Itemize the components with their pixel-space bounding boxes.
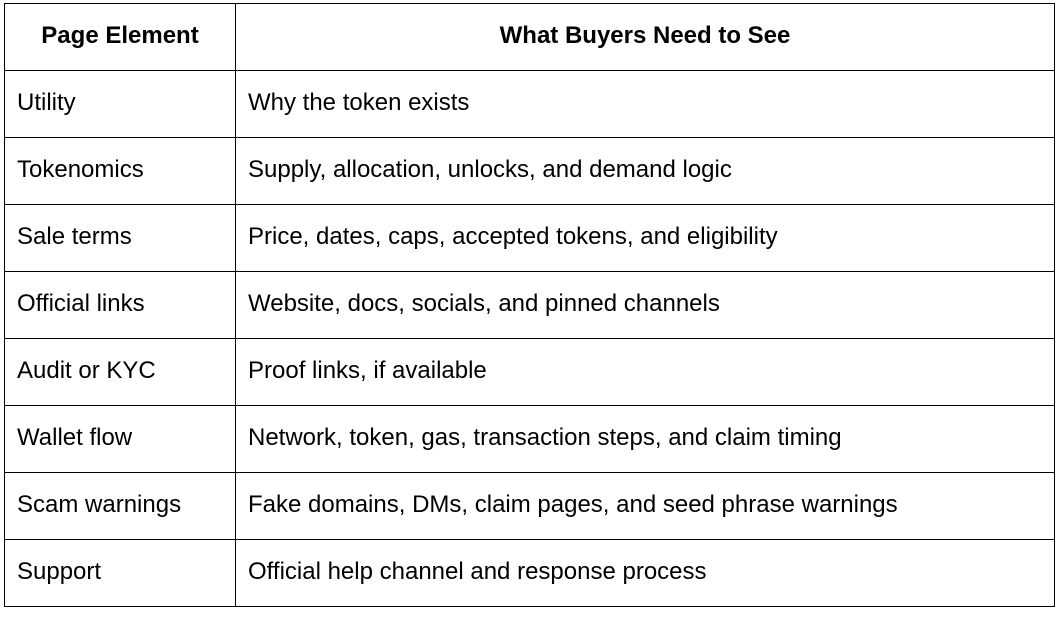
table-row: Support Official help channel and respon…: [4, 539, 1055, 607]
table-header-row: Page Element What Buyers Need to See: [4, 3, 1055, 71]
table-row: Utility Why the token exists: [4, 70, 1055, 138]
row-description-cell: Website, docs, socials, and pinned chann…: [235, 271, 1055, 339]
table-row: Scam warnings Fake domains, DMs, claim p…: [4, 472, 1055, 540]
row-element-cell: Scam warnings: [4, 472, 236, 540]
table-row: Official links Website, docs, socials, a…: [4, 271, 1055, 339]
table-row: Tokenomics Supply, allocation, unlocks, …: [4, 137, 1055, 205]
table-row: Sale terms Price, dates, caps, accepted …: [4, 204, 1055, 272]
header-page-element: Page Element: [4, 3, 236, 71]
row-description-cell: Network, token, gas, transaction steps, …: [235, 405, 1055, 473]
row-element-cell: Utility: [4, 70, 236, 138]
row-element-cell: Tokenomics: [4, 137, 236, 205]
row-element-cell: Support: [4, 539, 236, 607]
table-row: Audit or KYC Proof links, if available: [4, 338, 1055, 406]
row-description-cell: Official help channel and response proce…: [235, 539, 1055, 607]
buyer-info-table: Page Element What Buyers Need to See Uti…: [4, 3, 1055, 607]
table-row: Wallet flow Network, token, gas, transac…: [4, 405, 1055, 473]
row-element-cell: Wallet flow: [4, 405, 236, 473]
row-description-cell: Price, dates, caps, accepted tokens, and…: [235, 204, 1055, 272]
row-description-cell: Why the token exists: [235, 70, 1055, 138]
row-element-cell: Sale terms: [4, 204, 236, 272]
row-element-cell: Audit or KYC: [4, 338, 236, 406]
row-description-cell: Supply, allocation, unlocks, and demand …: [235, 137, 1055, 205]
row-element-cell: Official links: [4, 271, 236, 339]
header-what-buyers-need: What Buyers Need to See: [235, 3, 1055, 71]
row-description-cell: Fake domains, DMs, claim pages, and seed…: [235, 472, 1055, 540]
row-description-cell: Proof links, if available: [235, 338, 1055, 406]
